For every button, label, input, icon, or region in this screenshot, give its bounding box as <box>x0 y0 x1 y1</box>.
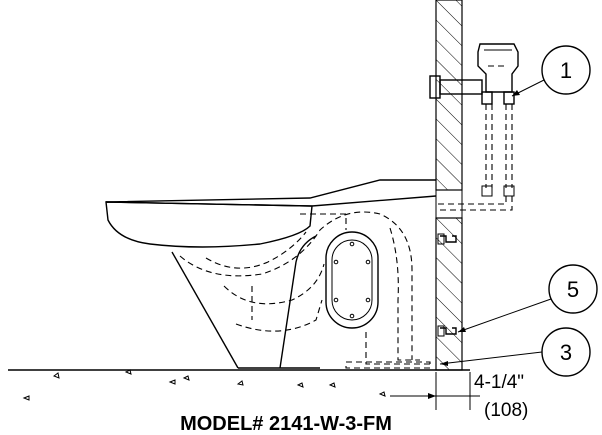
callout-1-label: 1 <box>560 58 572 83</box>
dimension-imperial: 4-1/4" <box>474 372 524 393</box>
wall-bracket-lower <box>437 325 457 337</box>
callout-1: 1 <box>511 45 591 97</box>
toilet-bowl <box>105 179 437 369</box>
wall-bracket-upper <box>437 233 457 245</box>
wall-section <box>435 0 463 371</box>
callout-5: 5 <box>457 264 598 333</box>
callout-5-label: 5 <box>567 277 579 302</box>
floor <box>8 369 470 401</box>
callout-3: 3 <box>439 327 591 377</box>
model-title: MODEL# 2141-W-3-FM <box>180 413 392 435</box>
dimension-wall-offset: 4-1/4" (108) <box>390 372 528 421</box>
dimension-metric: (108) <box>484 400 528 421</box>
flush-valve-assembly <box>429 43 519 211</box>
callout-3-label: 3 <box>560 340 572 365</box>
